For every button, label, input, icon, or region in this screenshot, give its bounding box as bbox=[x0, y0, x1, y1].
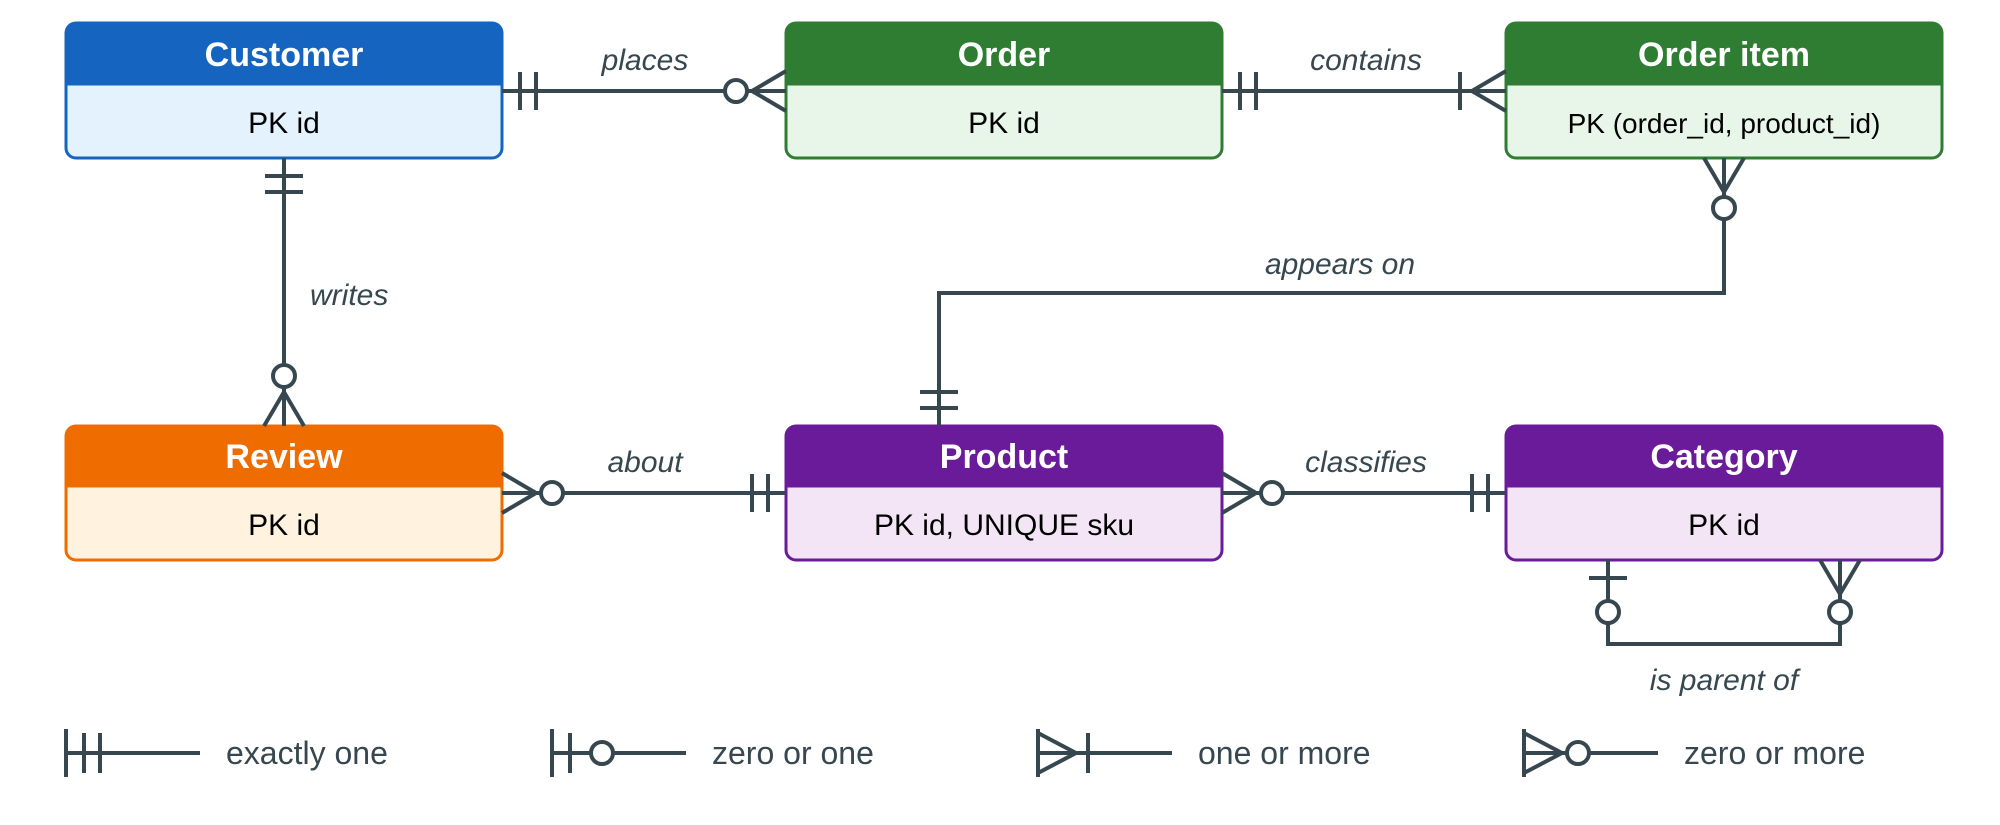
exactly-one-marker bbox=[1470, 474, 1490, 512]
entity-order[interactable]: Order PK id bbox=[784, 21, 1224, 160]
entity-category-body bbox=[1504, 484, 1944, 562]
exactly-one-marker bbox=[750, 474, 770, 512]
relationship-classifies[interactable]: classifies bbox=[1220, 446, 1506, 515]
exactly-one-marker bbox=[265, 174, 303, 194]
entity-review[interactable]: Review PK id bbox=[64, 424, 504, 562]
entity-product-key: PK id, UNIQUE sku bbox=[874, 509, 1134, 542]
entity-category-header bbox=[1504, 424, 1944, 488]
legend-exactly-one: exactly one bbox=[64, 729, 388, 777]
entity-order-item-header bbox=[1504, 21, 1944, 86]
relationship-contains[interactable]: contains bbox=[1222, 44, 1508, 113]
entity-review-body bbox=[64, 484, 504, 562]
relationship-is-parent-of[interactable]: is parent of bbox=[1589, 558, 1862, 697]
entity-product[interactable]: Product PK id, UNIQUE sku bbox=[784, 424, 1224, 562]
entity-order-key: PK id bbox=[968, 107, 1040, 140]
zero-or-more-marker bbox=[1220, 471, 1285, 515]
one-or-more-marker bbox=[1458, 69, 1508, 113]
zero-or-more-marker bbox=[1818, 558, 1862, 625]
relationship-places[interactable]: places bbox=[502, 44, 788, 113]
relationship-classifies-label: classifies bbox=[1305, 446, 1427, 479]
entity-customer-title: Customer bbox=[205, 36, 364, 74]
legend-zero-or-more-label: zero or more bbox=[1684, 735, 1865, 771]
exactly-one-marker bbox=[1238, 72, 1258, 110]
zero-or-one-marker bbox=[1589, 576, 1627, 625]
entity-review-key: PK id bbox=[248, 509, 320, 542]
entity-customer-key: PK id bbox=[248, 107, 320, 140]
entity-order-item-title: Order item bbox=[1638, 36, 1810, 74]
entity-customer-body bbox=[64, 82, 504, 160]
legend-one-or-more: one or more bbox=[1036, 729, 1371, 777]
zero-or-more-marker bbox=[723, 69, 788, 113]
relationship-about-label: about bbox=[607, 446, 684, 479]
entity-order-item-body bbox=[1504, 82, 1944, 160]
legend-exactly-one-label: exactly one bbox=[226, 735, 388, 771]
entity-order-title: Order bbox=[958, 36, 1051, 74]
zero-or-more-marker bbox=[1702, 156, 1746, 221]
relationship-writes[interactable]: writes bbox=[262, 158, 388, 428]
entity-order-item[interactable]: Order item PK (order_id, product_id) bbox=[1504, 21, 1944, 160]
legend-zero-or-more: zero or more bbox=[1522, 729, 1865, 777]
relationship-contains-label: contains bbox=[1310, 44, 1422, 77]
legend: exactly one zero or one one or more zero… bbox=[64, 729, 1865, 777]
entity-customer[interactable]: Customer PK id bbox=[64, 21, 504, 160]
entity-review-header bbox=[64, 424, 504, 488]
entity-review-title: Review bbox=[225, 438, 343, 476]
edge-is-parent-of-line bbox=[1606, 560, 1842, 646]
relationship-appears-on[interactable]: appears on bbox=[920, 156, 1746, 426]
entity-category[interactable]: Category PK id bbox=[1504, 424, 1944, 562]
relationship-about[interactable]: about bbox=[500, 446, 786, 515]
entity-product-header bbox=[784, 424, 1224, 488]
exactly-one-marker bbox=[920, 390, 958, 410]
entity-product-title: Product bbox=[940, 438, 1068, 476]
entity-category-title: Category bbox=[1650, 438, 1797, 476]
relationship-appears-on-label: appears on bbox=[1265, 248, 1415, 281]
entity-product-body bbox=[784, 484, 1224, 562]
entity-category-key: PK id bbox=[1688, 509, 1760, 542]
entity-order-item-key: PK (order_id, product_id) bbox=[1568, 108, 1881, 139]
entity-customer-header bbox=[64, 21, 504, 86]
relationship-is-parent-of-label: is parent of bbox=[1650, 664, 1801, 697]
exactly-one-marker bbox=[518, 72, 538, 110]
zero-or-more-marker bbox=[500, 471, 565, 515]
edge-appears-on-line bbox=[937, 158, 1726, 426]
relationship-writes-label: writes bbox=[310, 279, 388, 312]
relationship-places-label: places bbox=[601, 44, 689, 77]
legend-zero-or-one: zero or one bbox=[550, 729, 874, 777]
zero-or-more-marker bbox=[262, 363, 306, 428]
entity-order-header bbox=[784, 21, 1224, 86]
legend-one-or-more-label: one or more bbox=[1198, 735, 1371, 771]
entity-order-body bbox=[784, 82, 1224, 160]
legend-zero-or-one-label: zero or one bbox=[712, 735, 874, 771]
